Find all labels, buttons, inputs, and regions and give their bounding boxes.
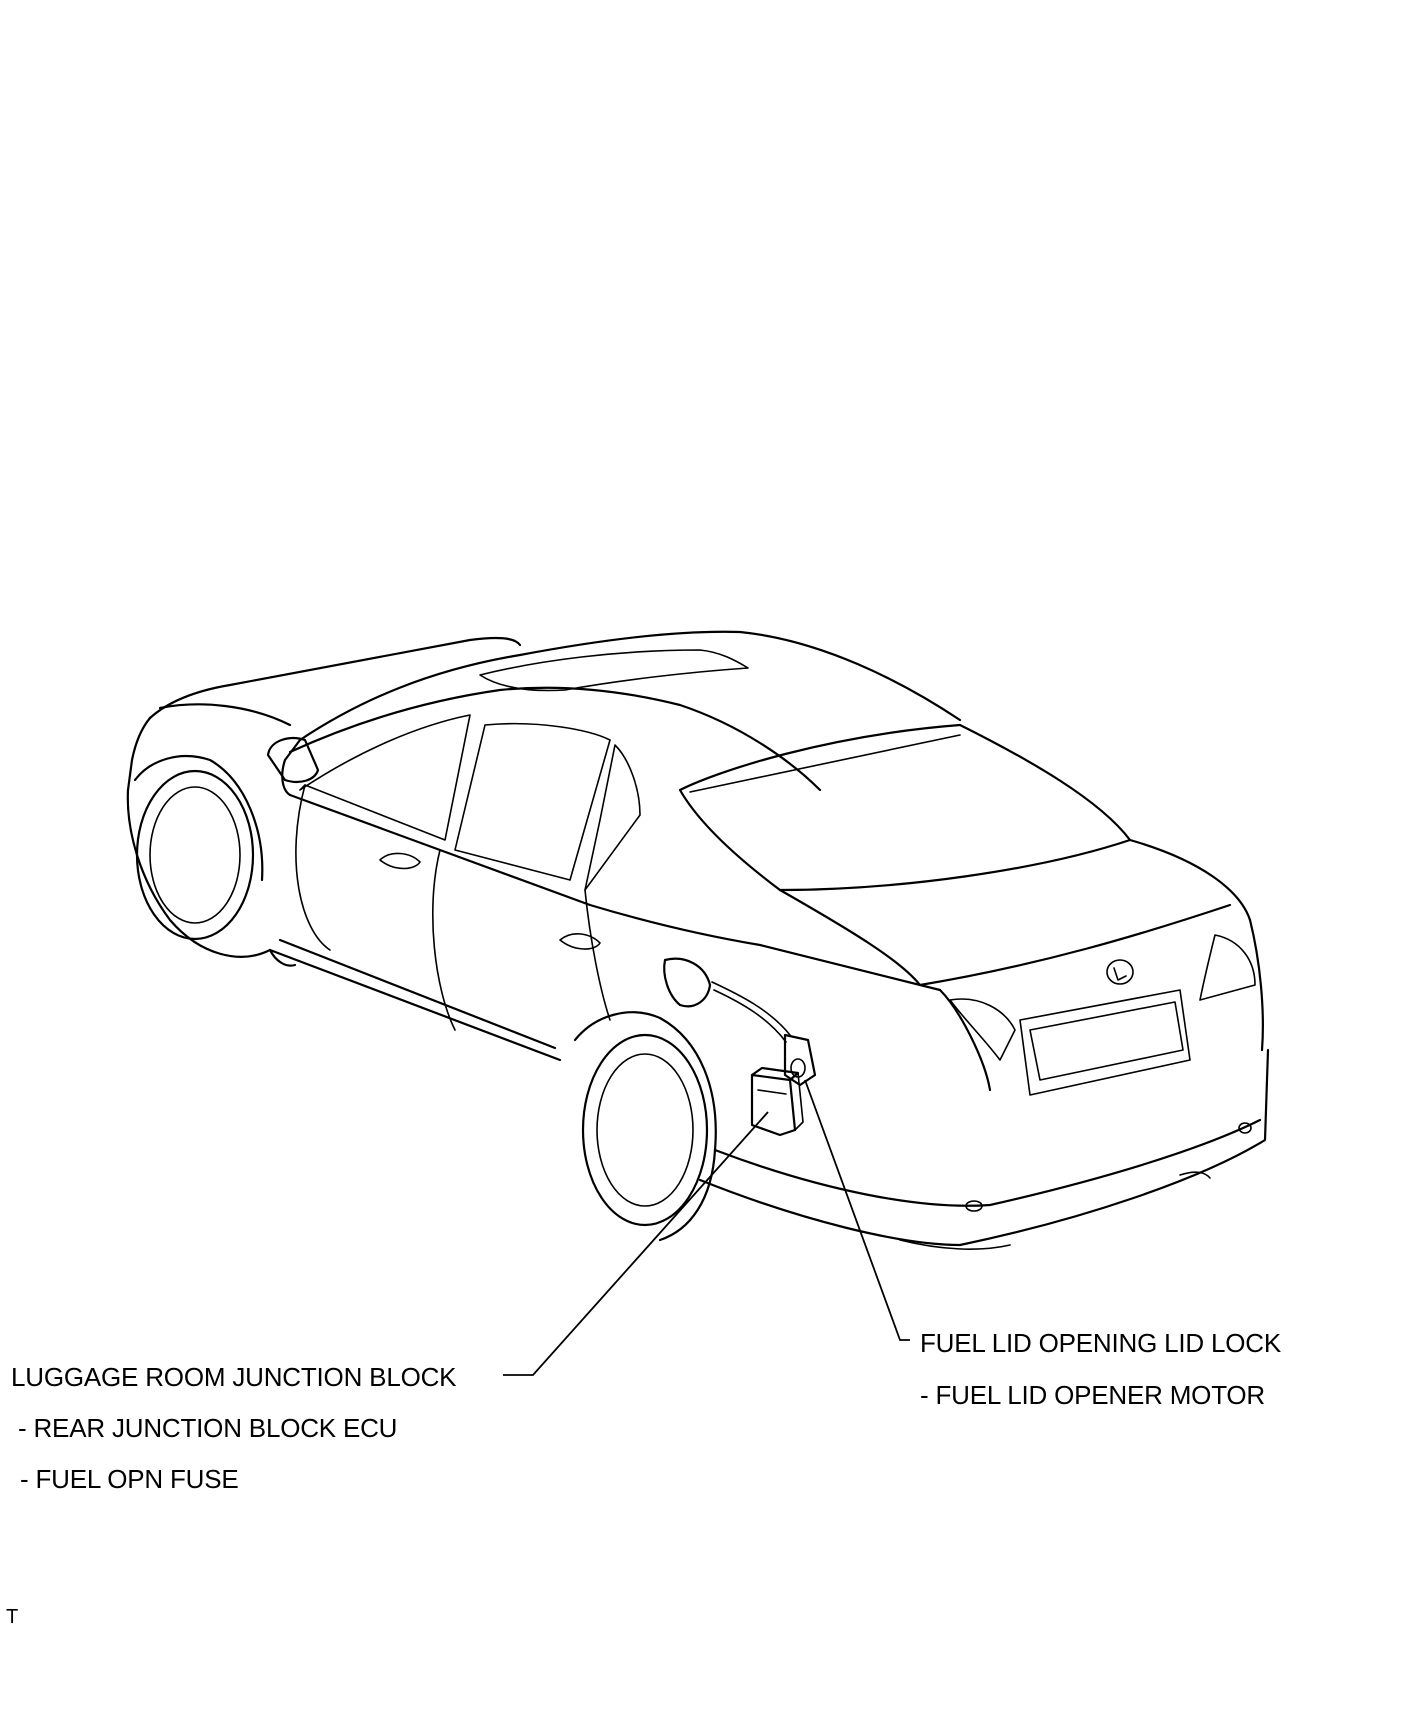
leader-junction-block (503, 1111, 769, 1376)
leader-lines (503, 1079, 910, 1376)
fuel-lid-opening-lid-lock-label: FUEL LID OPENING LID LOCK (920, 1328, 1282, 1358)
leader-lid-lock (804, 1079, 910, 1341)
luggage-room-junction-block-label: LUGGAGE ROOM JUNCTION BLOCK (11, 1362, 457, 1392)
rear-junction-block-ecu-label: - REAR JUNCTION BLOCK ECU (18, 1413, 398, 1443)
car-body-outline (126, 630, 1270, 1250)
fuel-lid-opener-motor-label: - FUEL LID OPENER MOTOR (920, 1380, 1266, 1410)
fuel-opn-fuse-label: - FUEL OPN FUSE (20, 1464, 239, 1494)
footer-mark: T (6, 1606, 19, 1628)
